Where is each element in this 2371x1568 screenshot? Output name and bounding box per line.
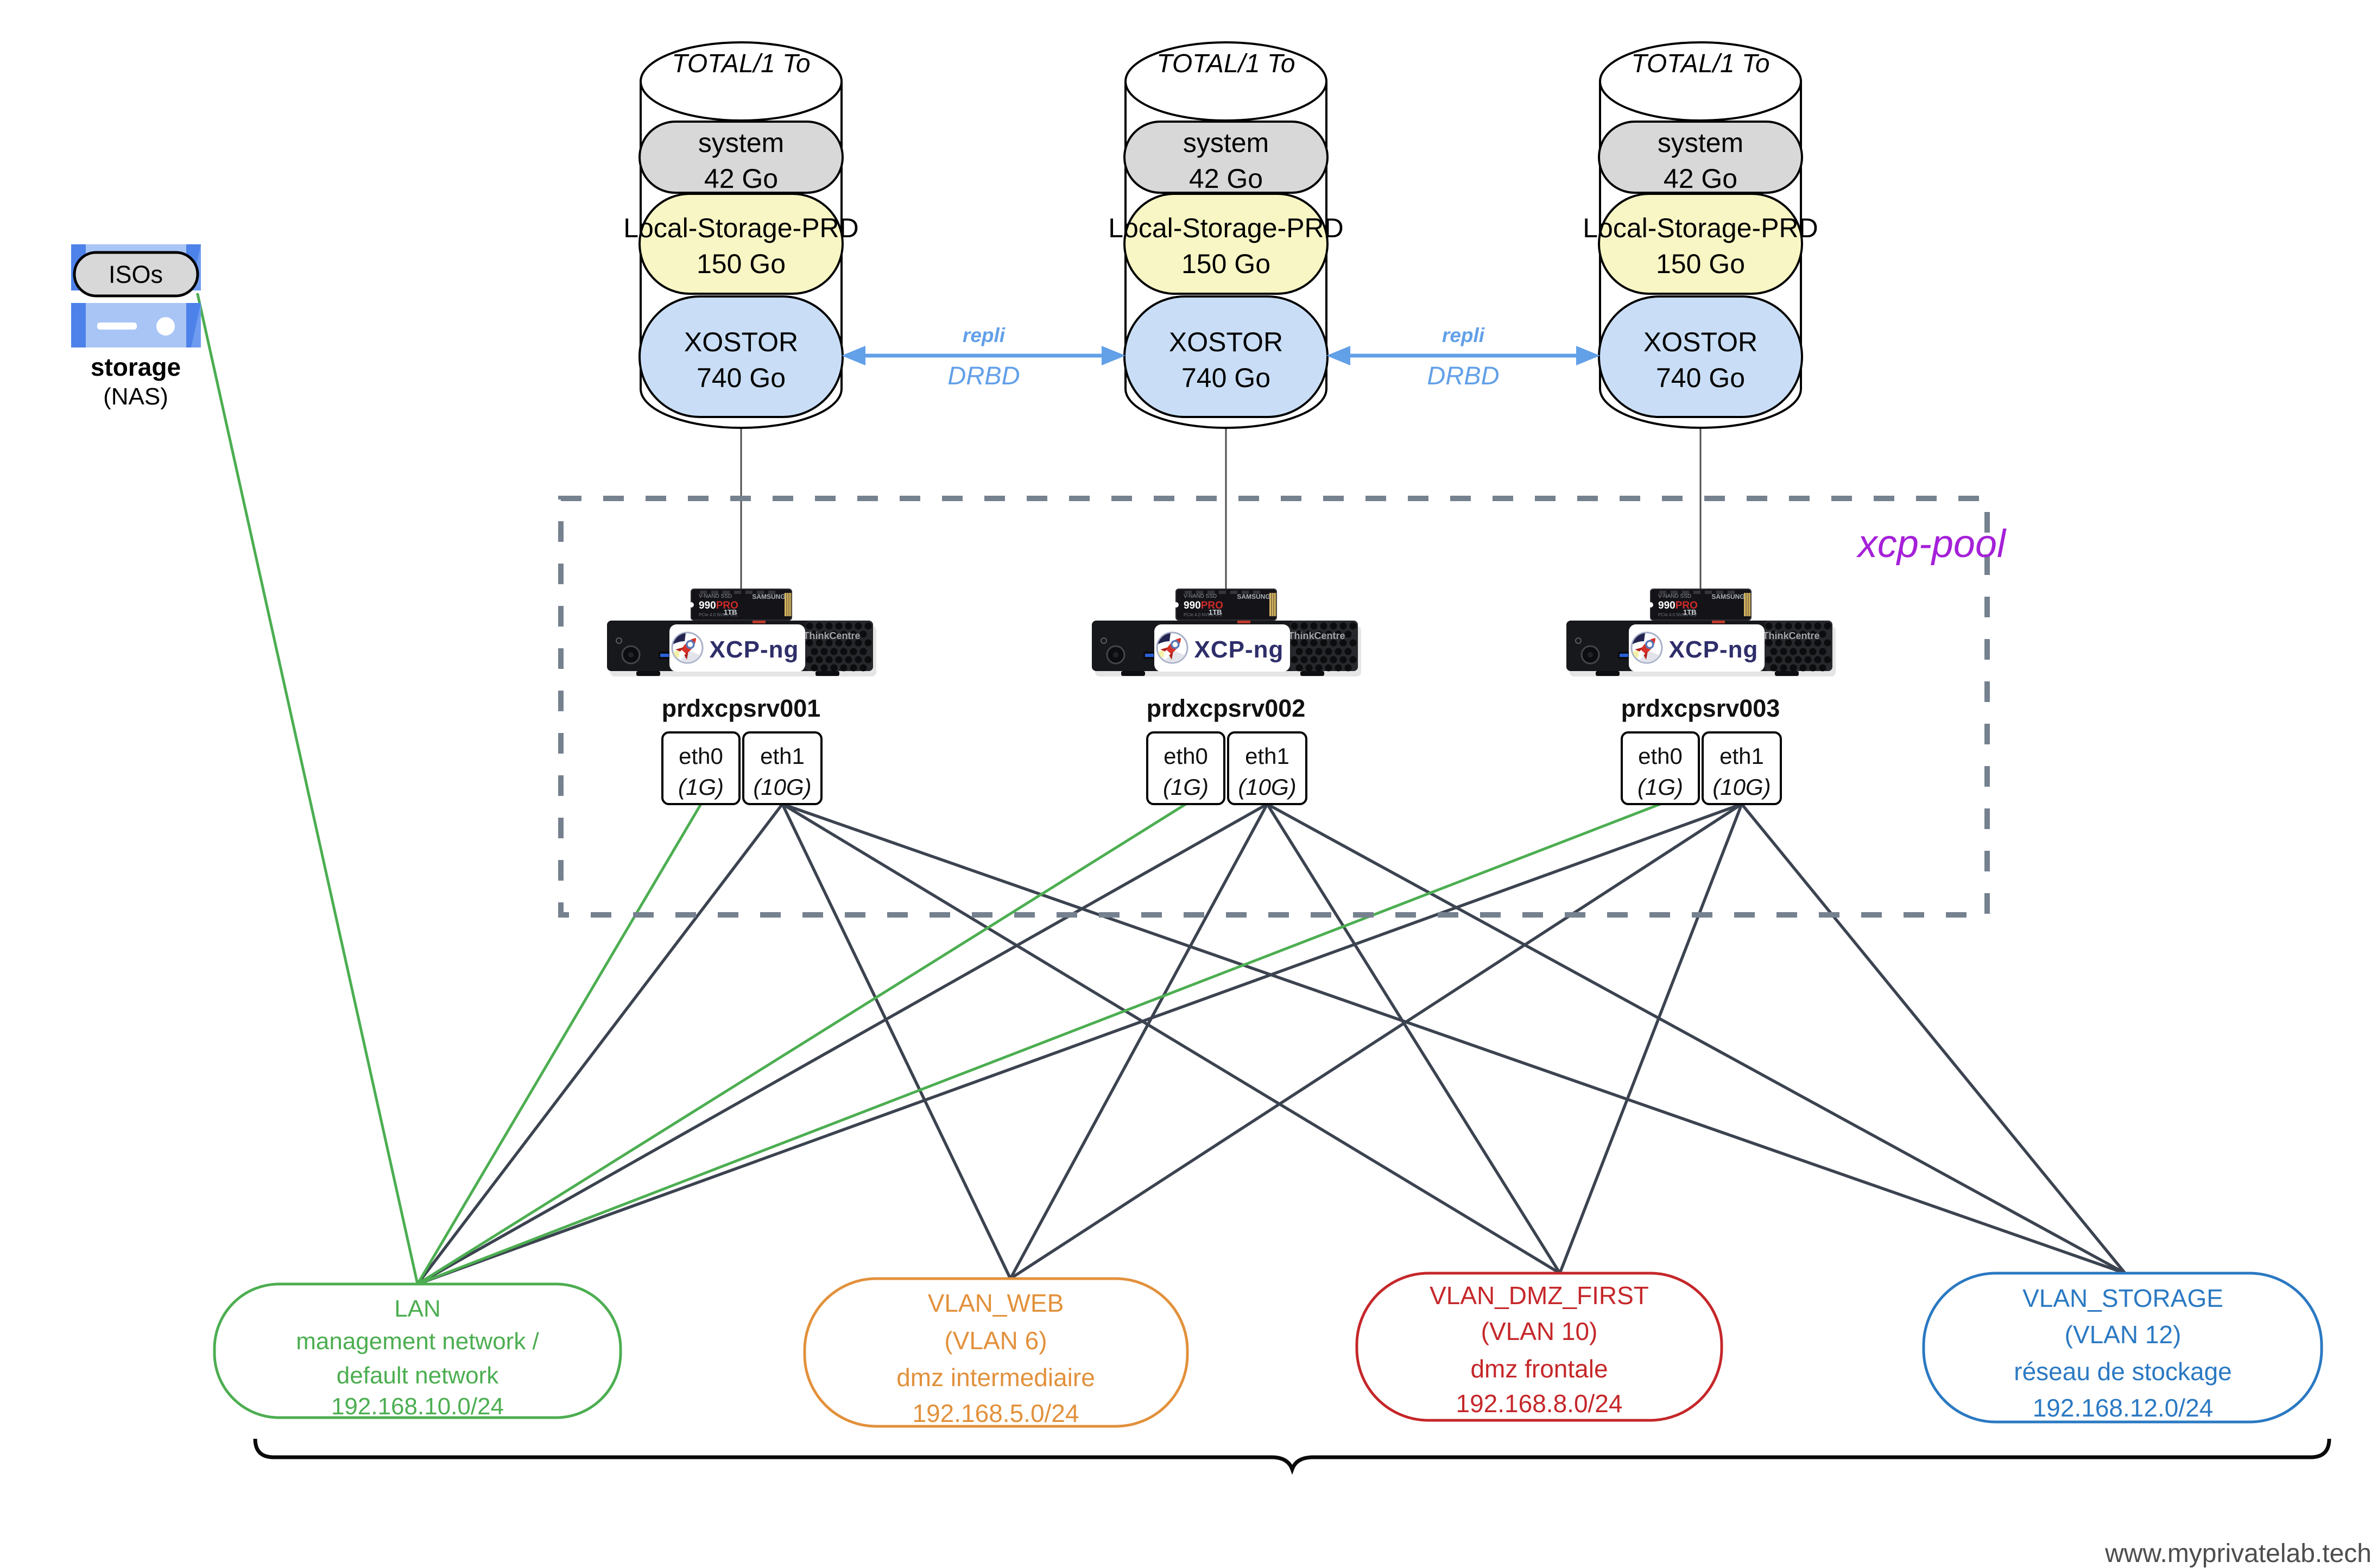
svg-text:1TB: 1TB [724,608,737,616]
svg-text:150 Go: 150 Go [697,249,786,279]
svg-text:1TB: 1TB [1683,608,1697,616]
svg-text:V-NAND SSD: V-NAND SSD [1184,593,1217,599]
svg-text:Local-Storage-PRD: Local-Storage-PRD [623,213,859,243]
svg-text:repli: repli [963,324,1006,346]
svg-text:XOSTOR: XOSTOR [1169,327,1283,357]
svg-text:XOSTOR: XOSTOR [1643,327,1757,357]
svg-text:SAMSUNG: SAMSUNG [1711,593,1744,600]
svg-text:réseau de stockage: réseau de stockage [2014,1357,2232,1386]
svg-text:dmz frontale: dmz frontale [1470,1355,1608,1383]
svg-text:TOTAL/1 To: TOTAL/1 To [1631,49,1769,78]
svg-text:PCIe 4.0 NVMe M.2: PCIe 4.0 NVMe M.2 [699,612,738,617]
svg-text:(1G): (1G) [678,774,724,800]
svg-text:LAN: LAN [394,1295,441,1322]
svg-text:default network: default network [337,1362,499,1389]
svg-text:XCP-ng: XCP-ng [1194,636,1284,663]
svg-text:192.168.12.0/24: 192.168.12.0/24 [2033,1394,2214,1422]
svg-text:repli: repli [1442,324,1485,346]
svg-text:42 Go: 42 Go [704,163,778,194]
svg-text:SAMSUNG: SAMSUNG [752,593,785,600]
svg-text:(VLAN 10): (VLAN 10) [1481,1317,1598,1345]
svg-text:XCP-ng: XCP-ng [1669,636,1759,663]
svg-text:eth0: eth0 [1638,743,1683,769]
svg-text:192.168.8.0/24: 192.168.8.0/24 [1456,1389,1623,1418]
svg-text:dmz intermediaire: dmz intermediaire [896,1363,1095,1392]
svg-text:150 Go: 150 Go [1181,249,1270,279]
svg-text:990PRO: 990PRO [1658,600,1698,611]
svg-text:DRBD: DRBD [1427,361,1499,390]
svg-text:PCIe 4.0 NVMe M.2: PCIe 4.0 NVMe M.2 [1184,612,1223,617]
svg-text:storage: storage [91,353,181,381]
svg-text:740 Go: 740 Go [697,363,786,393]
svg-text:(10G): (10G) [753,774,811,800]
svg-text:TOTAL/1 To: TOTAL/1 To [1156,49,1295,78]
svg-text:192.168.5.0/24: 192.168.5.0/24 [913,1399,1079,1427]
svg-text:www.myprivatelab.tech: www.myprivatelab.tech [2104,1539,2371,1568]
svg-text:eth0: eth0 [1164,743,1208,769]
svg-text:DRBD: DRBD [947,361,1020,390]
svg-text:prdxcpsrv002: prdxcpsrv002 [1147,694,1306,722]
svg-text:ThinkCentre: ThinkCentre [1288,630,1345,641]
svg-text:xcp-pool: xcp-pool [1856,522,2007,566]
svg-text:eth1: eth1 [1245,743,1289,769]
svg-text:management network /: management network / [296,1328,539,1355]
svg-text:Local-Storage-PRD: Local-Storage-PRD [1583,213,1818,243]
svg-text:VLAN_WEB: VLAN_WEB [928,1289,1064,1317]
svg-text:SAMSUNG: SAMSUNG [1237,593,1270,600]
svg-text:prdxcpsrv003: prdxcpsrv003 [1621,694,1780,722]
svg-text:ThinkCentre: ThinkCentre [1762,630,1819,641]
svg-text:system: system [1183,128,1269,158]
svg-text:VLAN_STORAGE: VLAN_STORAGE [2022,1284,2223,1312]
svg-text:42 Go: 42 Go [1189,163,1263,194]
svg-text:V-NAND SSD: V-NAND SSD [699,593,732,599]
svg-text:(NAS): (NAS) [103,383,168,410]
svg-text:990PRO: 990PRO [1184,600,1223,611]
svg-text:1TB: 1TB [1209,608,1222,616]
svg-text:150 Go: 150 Go [1656,249,1745,279]
svg-text:990PRO: 990PRO [699,600,738,611]
svg-text:XOSTOR: XOSTOR [684,327,798,357]
svg-text:system: system [698,128,784,158]
svg-text:42 Go: 42 Go [1664,163,1737,194]
svg-text:eth1: eth1 [760,743,805,769]
svg-text:ISOs: ISOs [109,261,163,288]
svg-text:192.168.10.0/24: 192.168.10.0/24 [331,1393,504,1420]
svg-text:eth0: eth0 [679,743,723,769]
svg-text:prdxcpsrv001: prdxcpsrv001 [662,694,821,722]
svg-text:Local-Storage-PRD: Local-Storage-PRD [1108,213,1344,243]
svg-text:(1G): (1G) [1163,774,1209,800]
svg-text:VLAN_DMZ_FIRST: VLAN_DMZ_FIRST [1430,1281,1649,1310]
svg-text:(VLAN 12): (VLAN 12) [2065,1320,2182,1349]
svg-text:eth1: eth1 [1719,743,1764,769]
svg-text:(10G): (10G) [1712,774,1771,800]
svg-text:(10G): (10G) [1238,774,1296,800]
svg-text:system: system [1658,128,1743,158]
svg-text:ThinkCentre: ThinkCentre [803,630,860,641]
svg-text:TOTAL/1 To: TOTAL/1 To [672,49,810,78]
svg-text:740 Go: 740 Go [1181,363,1270,393]
svg-text:(VLAN 6): (VLAN 6) [944,1326,1047,1355]
svg-text:XCP-ng: XCP-ng [710,636,799,663]
svg-text:740 Go: 740 Go [1656,363,1745,393]
svg-text:PCIe 4.0 NVMe M.2: PCIe 4.0 NVMe M.2 [1658,612,1697,617]
svg-text:V-NAND SSD: V-NAND SSD [1658,593,1691,599]
svg-text:(1G): (1G) [1637,774,1683,800]
